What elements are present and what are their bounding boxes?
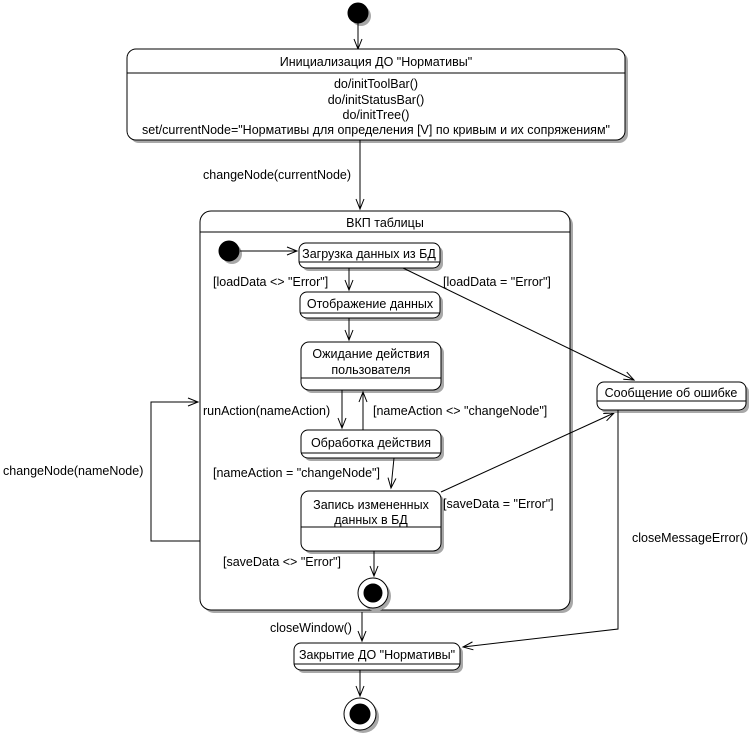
- label-close-window: closeWindow(): [270, 621, 352, 635]
- label-save-ok: [saveData <> "Error"]: [223, 555, 341, 569]
- transition-load-to-message: [402, 267, 636, 381]
- state-init-title: Инициализация ДО "Нормативы": [280, 55, 472, 69]
- state-wait-title-line2: пользователя: [331, 363, 410, 377]
- transition-write-to-message: [440, 412, 616, 493]
- initial-state-inner: [218, 240, 242, 264]
- label-action-eq: [nameAction = "changeNode"]: [213, 466, 380, 480]
- state-process-title: Обработка действия: [311, 436, 431, 450]
- state-wait: Ожидание действия пользователя: [300, 341, 444, 393]
- final-state-bottom-dot: [349, 703, 371, 725]
- state-write-box: [300, 490, 442, 552]
- state-close-title: Закрытие ДО "Нормативы": [299, 648, 455, 662]
- state-init: Инициализация ДО "Нормативы" do/initTool…: [126, 48, 628, 143]
- state-vkp-box: [199, 210, 571, 611]
- state-message: Сообщение об ошибке: [596, 381, 749, 413]
- final-state-inner-dot: [363, 583, 383, 603]
- state-write-title-line2: данных в БД: [334, 513, 408, 527]
- label-change-node-name: changeNode(nameNode): [3, 464, 143, 478]
- state-close-box: [293, 642, 461, 671]
- state-process-box: [300, 429, 442, 459]
- label-save-err: [saveData = "Error"]: [443, 497, 554, 511]
- transition-vkp-self-loop: [150, 397, 200, 542]
- state-display: Отображение данных: [299, 291, 443, 321]
- state-message-box: [596, 381, 747, 411]
- label-action-neq: [nameAction <> "changeNode"]: [373, 404, 547, 418]
- state-write-title-line1: Запись измененных: [313, 498, 429, 512]
- state-init-action: set/currentNode="Нормативы для определен…: [142, 123, 610, 137]
- state-init-action: do/initStatusBar(): [328, 93, 425, 107]
- label-change-node-current: changeNode(currentNode): [203, 168, 351, 182]
- state-display-box: [299, 291, 441, 319]
- transition-process-to-write: [387, 457, 397, 490]
- state-wait-title-line1: Ожидание действия: [312, 347, 429, 361]
- label-close-message-error: closeMessageError(): [632, 531, 748, 545]
- state-close: Закрытие ДО "Нормативы": [293, 642, 463, 673]
- initial-state-top: [347, 2, 371, 26]
- label-load-ok: [loadData <> "Error"]: [213, 275, 328, 289]
- final-state-bottom: [343, 697, 379, 733]
- state-init-box: [126, 48, 626, 141]
- final-state-inner: [357, 577, 391, 611]
- initial-state-inner-dot: [218, 240, 240, 262]
- state-vkp: ВКП таблицы: [199, 210, 573, 613]
- state-write: Запись измененных данных в БД: [300, 490, 444, 554]
- label-run-action: runAction(nameAction): [203, 404, 330, 418]
- transition-message-to-close: [461, 410, 619, 651]
- state-init-action: do/initToolBar(): [334, 77, 418, 91]
- state-init-action: do/initTree(): [343, 108, 410, 122]
- state-load: Загрузка данных из БД: [298, 242, 443, 271]
- state-message-title: Сообщение об ошибке: [605, 386, 738, 400]
- initial-state-dot: [347, 2, 369, 24]
- state-display-title: Отображение данных: [307, 297, 434, 311]
- label-load-err: [loadData = "Error"]: [443, 275, 551, 289]
- state-process: Обработка действия: [300, 429, 444, 461]
- state-load-title: Загрузка данных из БД: [302, 247, 436, 261]
- state-vkp-title: ВКП таблицы: [346, 216, 424, 230]
